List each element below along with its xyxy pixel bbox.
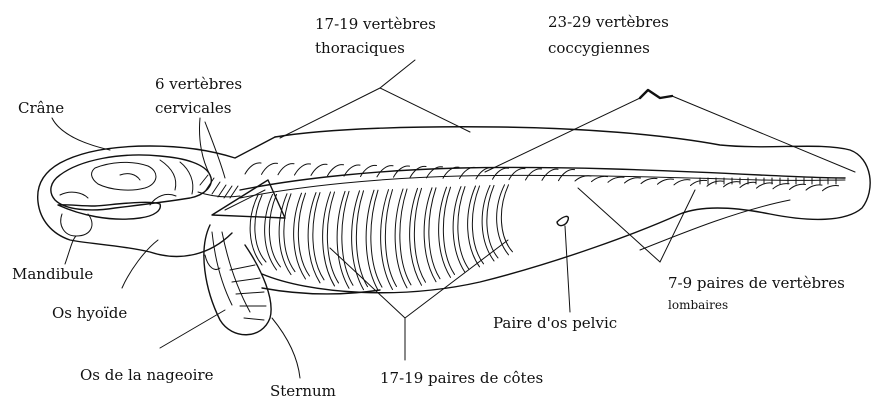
cervical-vertebrae [198, 175, 240, 198]
label-cervicales-line1: 6 vertèbres [155, 75, 242, 93]
skull [51, 155, 211, 210]
label-os-hyoide: Os hyoïde [52, 304, 127, 322]
pelvic-bone [557, 216, 568, 225]
label-coccygiennes-line1: 23-29 vertèbres [548, 13, 669, 31]
label-thoraciques-line1: 17-19 vertèbres [315, 15, 436, 33]
label-lombaires-line1: 7-9 paires de vertèbres [668, 274, 845, 292]
scapula [212, 180, 285, 218]
body-outline [38, 127, 870, 293]
label-cervicales-line2: cervicales [155, 99, 231, 117]
label-thoraciques-line2: thoraciques [315, 39, 405, 57]
label-os-nageoire: Os de la nageoire [80, 366, 214, 384]
mandible [58, 194, 176, 236]
label-lombaires-line2: lombaires [668, 298, 728, 312]
label-cotes: 17-19 paires de côtes [380, 369, 543, 387]
label-sternum: Sternum [270, 382, 336, 400]
label-crane: Crâne [18, 99, 64, 117]
label-coccygiennes-line2: coccygiennes [548, 39, 650, 57]
label-pelvic: Paire d'os pelvic [493, 314, 617, 332]
flipper-bones [204, 225, 271, 335]
ribs [250, 185, 512, 290]
label-mandibule: Mandibule [12, 265, 93, 283]
